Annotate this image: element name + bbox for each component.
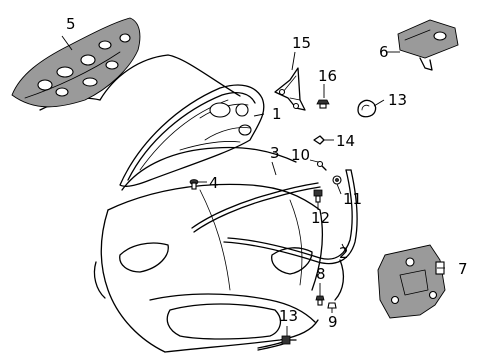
callout-16: 16 [318, 67, 337, 85]
hood-latch-lower [377, 244, 446, 319]
release-cable [257, 335, 297, 351]
callout-13-lower: 13 [279, 307, 298, 325]
hood-hinge [274, 67, 306, 111]
weatherstrip-rear [223, 169, 358, 265]
vehicle-body-outline [39, 54, 345, 353]
push-pin-4 [189, 179, 199, 190]
callout-6: 6 [379, 43, 389, 61]
callout-11: 11 [343, 190, 362, 208]
callout-4: 4 [209, 174, 219, 192]
callout-3: 3 [270, 144, 280, 162]
callout-7: 7 [458, 260, 468, 278]
callout-5: 5 [66, 15, 76, 33]
callout-14: 14 [336, 132, 355, 150]
weatherstrip-front [191, 182, 321, 233]
bolt-16 [316, 99, 330, 109]
callout-15: 15 [292, 34, 311, 52]
hood-latch-upper [397, 19, 459, 71]
callout-10: 10 [291, 146, 310, 164]
callout-9: 9 [328, 313, 338, 331]
callout-8: 8 [316, 265, 326, 283]
clip-14 [313, 135, 325, 145]
prop-rod [316, 160, 327, 171]
grommet-11 [332, 175, 342, 185]
callout-1: 1 [272, 105, 282, 123]
bolt-8 [315, 295, 325, 306]
callout-12: 12 [311, 209, 330, 227]
hood-panel [119, 84, 265, 187]
hood-insulator [11, 17, 141, 108]
leader-lines [61, 35, 445, 336]
bumper-12 [313, 189, 323, 203]
callout-13-upper: 13 [388, 91, 407, 109]
callout-2: 2 [339, 244, 349, 262]
nut-9 [327, 302, 337, 309]
clip-13-upper [357, 99, 377, 118]
